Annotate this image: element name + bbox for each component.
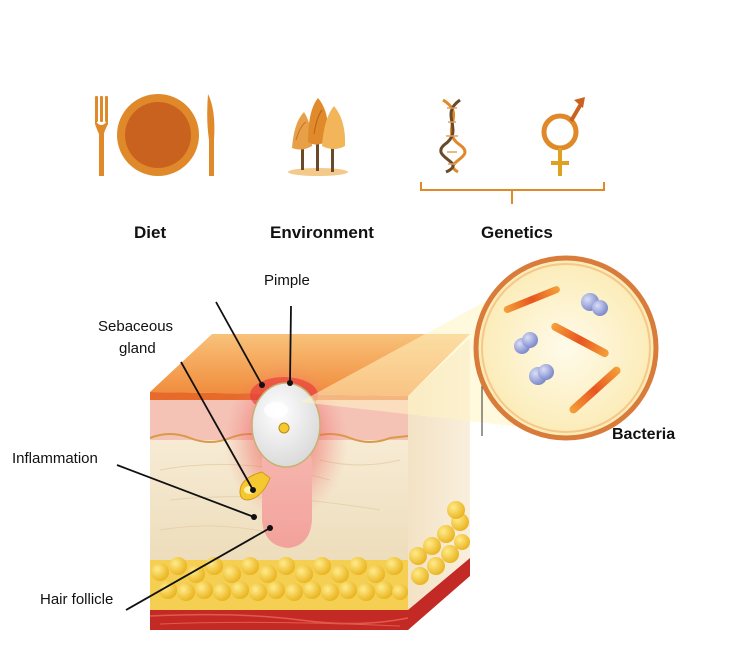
leader-dots (250, 380, 293, 531)
label-pimple: Pimple (264, 272, 310, 289)
label-inflammation: Inflammation (12, 450, 98, 467)
category-label-diet: Diet (134, 223, 167, 242)
fork-icon (95, 96, 108, 176)
genetics-bracket (420, 182, 605, 204)
bacterium-cocci (514, 293, 608, 385)
label-sebaceous-line2: gland (119, 340, 156, 357)
knife-icon (207, 94, 215, 176)
gender-symbol-icon (541, 97, 585, 176)
label-sebaceous-line1: Sebaceous (98, 318, 174, 335)
leader-lines (116, 301, 292, 611)
bacterium-rod (503, 286, 560, 313)
label-hair-follicle: Hair follicle (40, 591, 114, 608)
bacterium-rod (569, 366, 621, 414)
bacteria-lens (473, 255, 659, 441)
magnifier-beam (300, 300, 530, 436)
trees-icon (288, 98, 348, 176)
bacterium-rod (551, 322, 609, 358)
plate-icon (117, 94, 199, 176)
fat-cells (151, 501, 470, 601)
label-bacteria: Bacteria (612, 426, 676, 443)
dna-icon (439, 98, 467, 174)
category-label-environment: Environment (270, 223, 374, 242)
category-label-genetics: Genetics (481, 223, 553, 242)
